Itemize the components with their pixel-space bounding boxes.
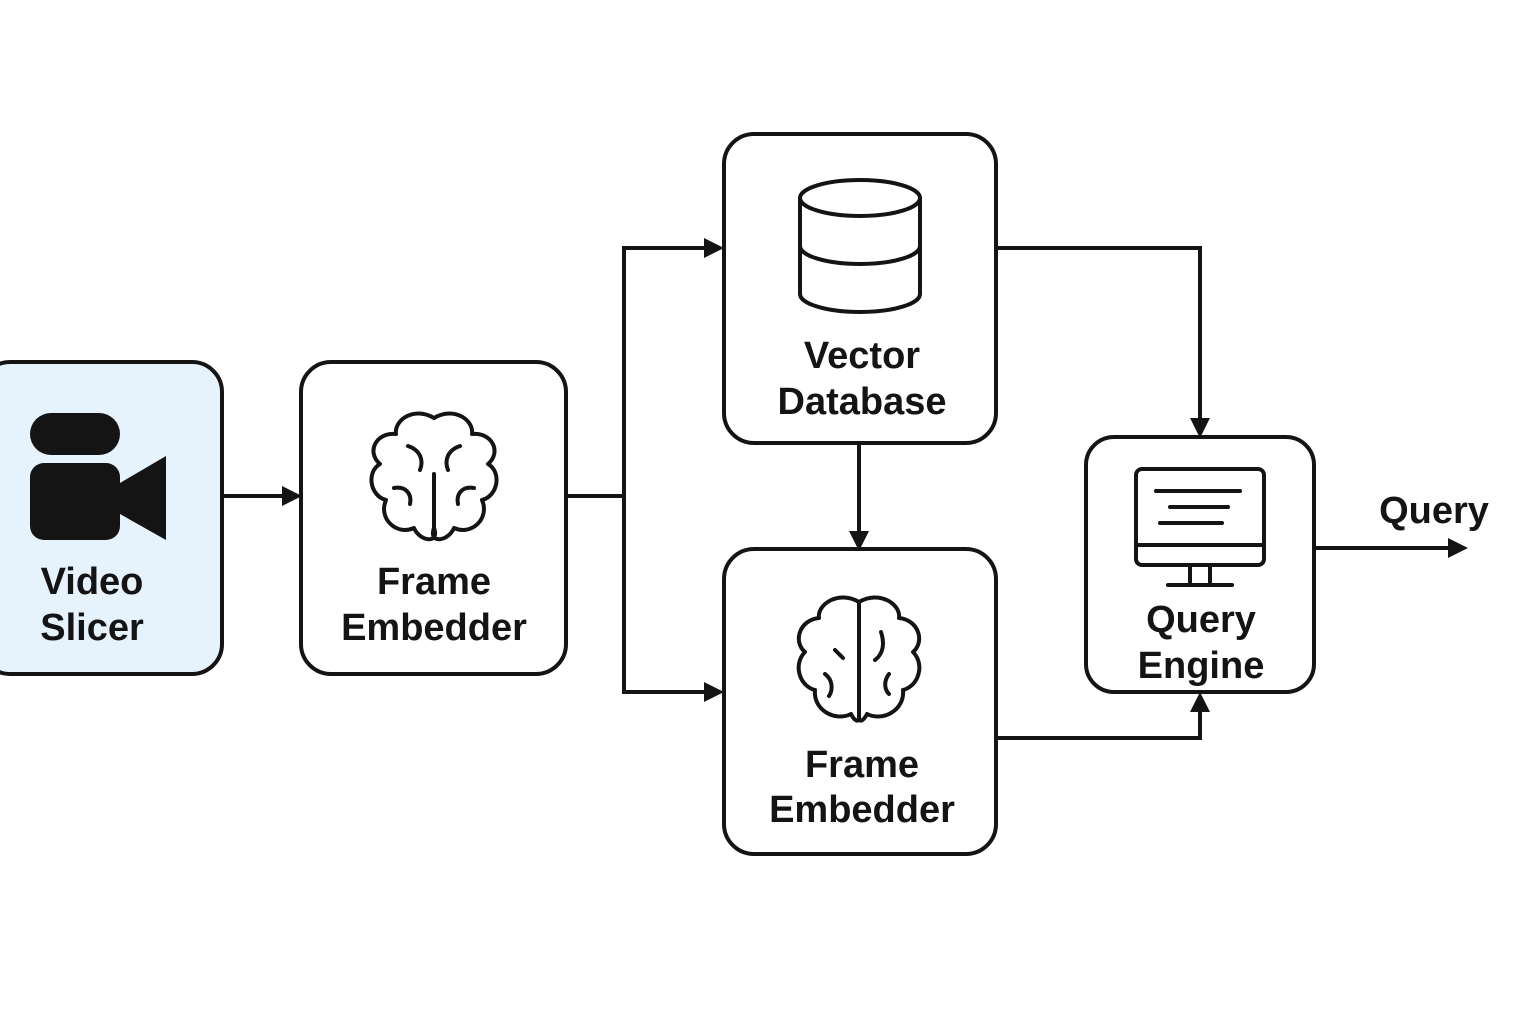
- edges: [222, 238, 1468, 740]
- edge-frame-embedder-to-frame-embedder-2: [622, 496, 724, 702]
- database-icon: [798, 178, 922, 314]
- output-query-label: Query: [1379, 490, 1489, 532]
- node-frame-embedder-1[interactable]: Frame Embedder: [299, 360, 568, 676]
- monitor-icon: [1134, 467, 1266, 587]
- node-vector-database[interactable]: Vector Database: [722, 132, 998, 445]
- video-slicer-label-line1: Video: [41, 561, 144, 603]
- edge-frame-embedder-2-to-query-engine: [996, 692, 1210, 740]
- edge-vector-database-to-query-engine: [996, 246, 1210, 438]
- frame-embedder-1-label-line1: Frame: [377, 561, 491, 603]
- frame-embedder-2-label-line2: Embedder: [769, 789, 955, 831]
- vector-database-label-line1: Vector: [804, 335, 920, 377]
- query-engine-label-line1: Query: [1146, 599, 1256, 641]
- node-video-slicer[interactable]: Video Slicer: [0, 360, 224, 676]
- query-engine-label-line2: Engine: [1138, 645, 1265, 687]
- edge-frame-embedder-to-vector-database: [622, 238, 724, 496]
- frame-embedder-1-label-line2: Embedder: [341, 607, 527, 649]
- brain-icon: [369, 411, 499, 542]
- node-frame-embedder-2[interactable]: Frame Embedder: [722, 547, 998, 856]
- video-camera-icon: [30, 413, 166, 540]
- vector-database-label-line2: Database: [778, 381, 947, 423]
- frame-embedder-2-label-line1: Frame: [805, 744, 919, 786]
- vector-database-box: [722, 132, 998, 445]
- video-slicer-label-line2: Slicer: [40, 607, 144, 649]
- brain-icon: [796, 595, 922, 723]
- node-query-engine[interactable]: Query Engine: [1084, 435, 1316, 694]
